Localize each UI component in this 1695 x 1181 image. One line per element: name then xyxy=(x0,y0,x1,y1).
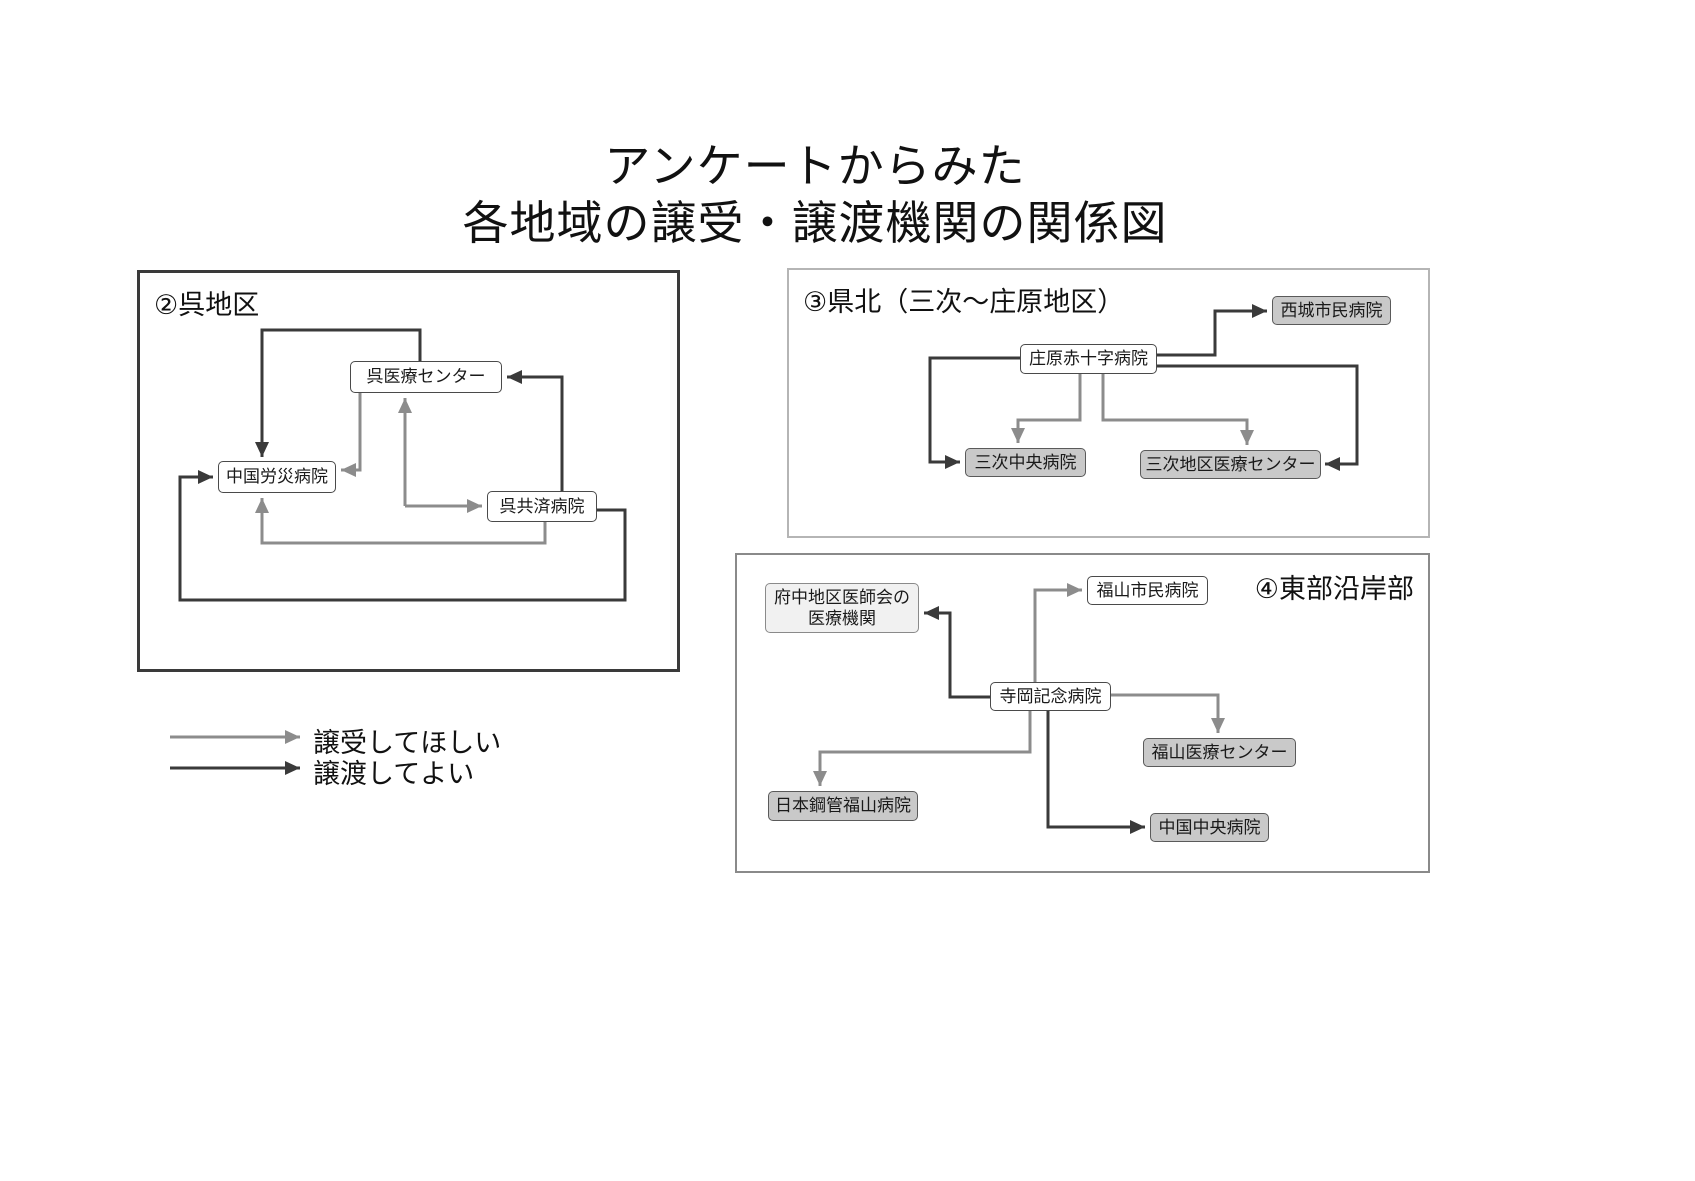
arrow-teraoka-to-fuchu-transfer xyxy=(924,606,990,699)
panel-kure-district: ②呉地区 xyxy=(137,270,680,672)
panel-kenhoku-label: ③県北（三次〜庄原地区） xyxy=(803,287,1125,317)
node-fuchu-line2: 医療機関 xyxy=(808,609,876,628)
legend-receive-label: 譲受してほしい xyxy=(313,728,502,758)
page-title: アンケートからみた 各地域の譲受・譲渡機関の関係図 xyxy=(120,138,1510,252)
arrow-teraoka-to-fukuyamamunicipal-receive xyxy=(1033,583,1082,682)
arrow-kyosai-to-rosai-transfer xyxy=(178,470,627,602)
arrow-teraoka-to-nkk-receive xyxy=(813,711,1032,786)
arrow-teraoka-to-chugokucentral-transfer xyxy=(1046,711,1145,834)
node-fukuyama-municipal-hospital: 福山市民病院 xyxy=(1087,576,1208,605)
arrow-kuremed-to-rosai-transfer xyxy=(255,328,422,457)
node-fuchu-district-medical-assoc: 府中地区医師会の 医療機関 xyxy=(765,583,919,633)
node-miyoshi-district-medical-center: 三次地区医療センター xyxy=(1140,450,1321,479)
node-fuchu-line1: 府中地区医師会の xyxy=(774,587,910,607)
node-nkk-fukuyama-hospital: 日本鋼管福山病院 xyxy=(768,791,918,821)
arrow-shobara-to-miyoshidistrict-receive xyxy=(1101,374,1254,445)
page-title-line2: 各地域の譲受・譲渡機関の関係図 xyxy=(462,197,1168,249)
node-miyoshi-central-hospital: 三次中央病院 xyxy=(965,448,1086,477)
node-fukuyama-medical-center: 福山医療センター xyxy=(1143,738,1296,767)
node-kure-medical-center: 呉医療センター xyxy=(350,361,502,393)
arrow-kyosai-to-rosai-receive xyxy=(255,498,547,545)
panel-tobu-coastal: ④東部沿岸部 xyxy=(735,553,1430,873)
legend-transfer-label: 譲渡してよい xyxy=(313,759,475,789)
node-kure-kyosai-hospital: 呉共済病院 xyxy=(487,491,597,522)
arrow-shobara-to-miyoshicentral-transfer xyxy=(928,356,1020,469)
arrow-shobara-to-miyoshicentral-receive xyxy=(1011,374,1082,443)
node-teraoka-memorial-hospital: 寺岡記念病院 xyxy=(990,682,1111,711)
node-chugoku-central-hospital: 中国中央病院 xyxy=(1150,813,1269,842)
panel-kure-label: ②呉地区 xyxy=(154,290,260,320)
arrow-shobara-to-miyoshidistrict-transfer xyxy=(1157,364,1359,471)
arrow-teraoka-to-fukuyamamedical-receive xyxy=(1110,693,1225,733)
node-shobara-redcross-hospital: 庄原赤十字病院 xyxy=(1020,344,1157,374)
arrow-kuremed-to-rosai-receive xyxy=(341,393,362,477)
node-chugoku-rosai-hospital: 中国労災病院 xyxy=(218,461,336,493)
arrow-shobara-to-saijo-transfer xyxy=(1157,304,1267,357)
panel-tobu-label: ④東部沿岸部 xyxy=(1254,574,1414,604)
node-saijo-municipal-hospital: 西城市民病院 xyxy=(1272,296,1391,325)
page-title-line1: アンケートからみた xyxy=(604,140,1026,192)
arrow-kyosai-to-kuremed-transfer xyxy=(507,370,564,491)
panel-kenhoku-district: ③県北（三次〜庄原地区） xyxy=(787,268,1430,538)
